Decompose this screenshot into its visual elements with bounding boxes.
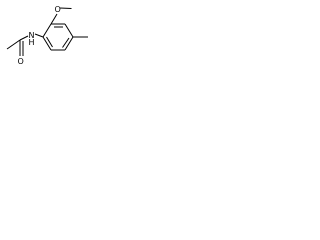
bond-methoxy-o-ring [50, 13, 58, 25]
bond-ring-double-c [46, 36, 53, 48]
atom-label-carbonyl-o: O [18, 57, 24, 66]
bond-ring-3 [64, 36, 74, 51]
atom-labels: O N H O [18, 5, 61, 66]
bond-methoxy-ch3 [59, 7, 72, 9]
atom-label-h: H [29, 38, 35, 47]
bond-n-carbonyl [19, 35, 29, 41]
atom-label-n: N [29, 31, 35, 40]
bond-carbonyl-ch3 [6, 39, 21, 50]
molecule-diagram: O N H O [6, 5, 88, 66]
bond-ring-5 [42, 36, 52, 51]
bonds [6, 7, 88, 56]
bond-ring-n [34, 33, 44, 38]
bond-ring-2 [64, 23, 74, 38]
bond-ring-double-b [62, 37, 70, 48]
bond-ring-6 [42, 23, 52, 38]
atom-label-methoxy-o: O [55, 5, 61, 14]
